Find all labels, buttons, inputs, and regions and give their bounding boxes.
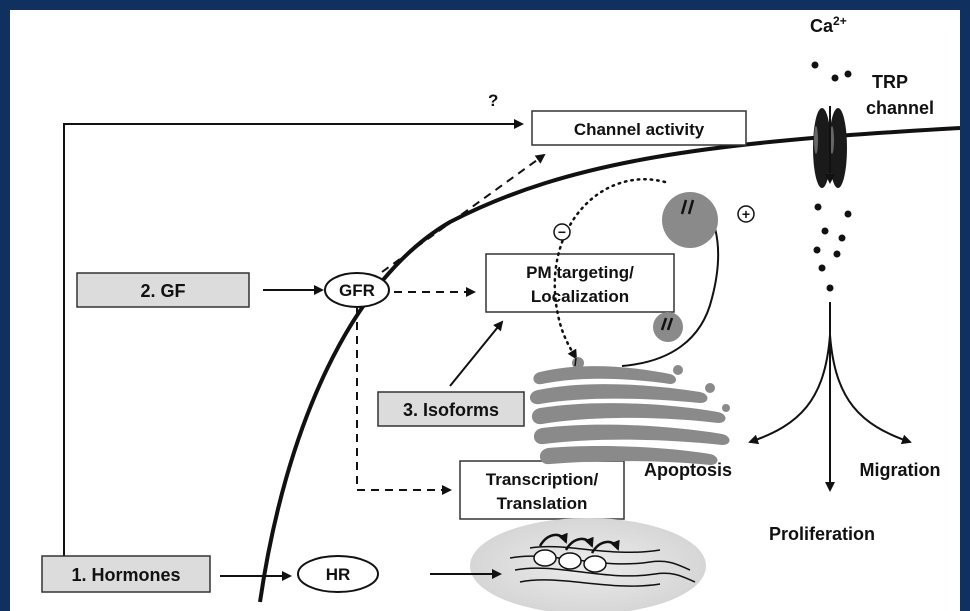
internalization-dotted-path: [553, 178, 667, 360]
gf-label: 2. GF: [140, 281, 185, 301]
recycling-arrow: [621, 204, 720, 367]
pm-targeting-label-1: PM targeting/: [526, 263, 634, 282]
channel-activity-label: Channel activity: [574, 120, 705, 139]
channel-activity-box: [531, 110, 747, 146]
pm-targeting-label-2: Localization: [531, 287, 629, 306]
hormones-label: 1. Hormones: [71, 565, 180, 585]
minus-sign-circle: [553, 223, 571, 241]
proliferation-label: Proliferation: [769, 524, 875, 544]
hr-label: HR: [326, 565, 351, 584]
hr-receptor: [297, 555, 379, 593]
chromatin-dna: [509, 532, 696, 587]
hormones-box: [41, 555, 211, 593]
intracellular-calcium-dots: [813, 203, 852, 292]
trp-label: TRP: [872, 72, 908, 92]
extracellular-calcium-dots: [811, 61, 852, 82]
vesicle-budding: [572, 357, 584, 369]
isoforms-box: [377, 391, 525, 427]
question-mark: ?: [488, 91, 498, 110]
migration-label: Migration: [860, 460, 941, 480]
transcription-box: [459, 460, 625, 520]
transcription-label-1: Transcription/: [486, 470, 599, 489]
diagram-canvas: Ca2+ TRP channel Apoptosis Migration Pro…: [41, 14, 960, 611]
plus-sign: +: [742, 206, 750, 222]
hormone-to-channel-arrow: [63, 119, 524, 556]
calcium-label: Ca2+: [810, 14, 847, 36]
plus-sign-circle: [737, 205, 755, 223]
gfr-label: GFR: [339, 281, 375, 300]
transcription-label-2: Translation: [497, 494, 588, 513]
gfr-to-transcription-dashed: [356, 308, 452, 495]
isoforms-label: 3. Isoforms: [403, 400, 499, 420]
trp-channel: [813, 108, 847, 188]
gfr-receptor: [324, 272, 390, 308]
pm-targeting-box: [485, 253, 675, 313]
vesicle-large: [662, 192, 718, 248]
channel-label: channel: [866, 98, 934, 118]
golgi-apparatus: [529, 365, 730, 465]
isoforms-to-pm-arrow: [449, 320, 504, 387]
vesicle-small: [653, 312, 683, 342]
gfr-to-channel-dashed: [381, 153, 546, 273]
minus-sign: −: [558, 224, 566, 240]
gf-box: [76, 272, 250, 308]
outcome-branches: [748, 302, 912, 492]
